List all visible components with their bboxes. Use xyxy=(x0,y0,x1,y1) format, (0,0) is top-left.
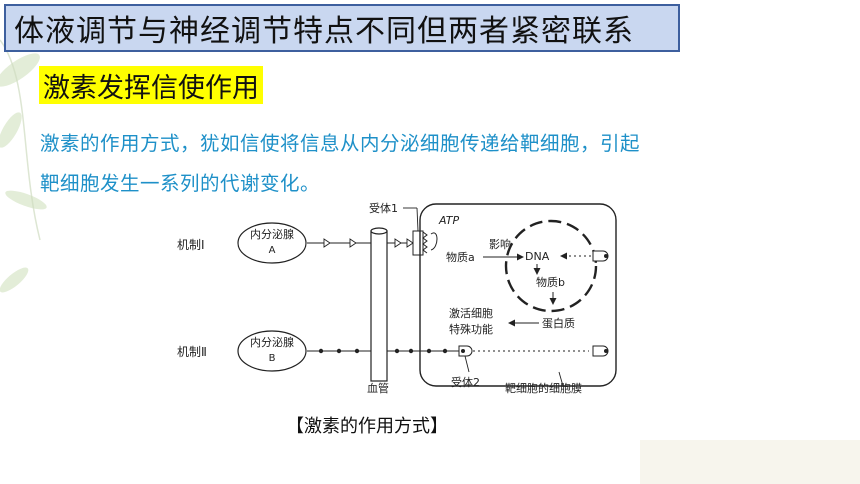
blood-vessel-top xyxy=(370,227,388,235)
protein-label: 蛋白质 xyxy=(542,316,575,330)
hormone-action-diagram: 机制Ⅰ 机制Ⅱ 内分泌腺 A 内分泌腺 B 血管 受体1 ATP 物质a xyxy=(169,196,625,396)
gland-b-ellipse xyxy=(237,330,307,372)
receptor-1-label: 受体1 xyxy=(369,201,398,215)
mech1-triangle-2 xyxy=(349,238,357,248)
receptor-1-pointer-v xyxy=(416,207,419,232)
substance-a-label: 物质a xyxy=(446,250,475,264)
receptor-2-dot xyxy=(461,349,465,353)
mech2-dot-5 xyxy=(408,348,414,354)
atp-label: ATP xyxy=(438,214,459,227)
influence-label: 影响 xyxy=(489,238,511,251)
mech2-dot-3 xyxy=(354,348,360,354)
gland-a-label: 内分泌腺 xyxy=(250,227,294,241)
target-membrane-label: 靶细胞的细胞膜 xyxy=(505,381,582,395)
gland-b-letter: B xyxy=(269,353,276,364)
gland-a-letter: A xyxy=(269,245,276,256)
receptor-2-label: 受体2 xyxy=(451,375,480,389)
dna-label: DNA xyxy=(525,250,550,263)
mechanism-1-label: 机制Ⅰ xyxy=(177,238,205,252)
membrane-pointer xyxy=(558,371,564,387)
nuclear-receptor xyxy=(592,250,609,262)
gland-a-ellipse xyxy=(237,222,307,264)
page-title: 体液调节与神经调节特点不同但两者紧密联系 xyxy=(14,14,634,49)
title-box: 体液调节与神经调节特点不同但两者紧密联系 xyxy=(4,4,680,52)
diagram-svg: 机制Ⅰ 机制Ⅱ 内分泌腺 A 内分泌腺 B 血管 受体1 ATP 物质a xyxy=(177,201,617,395)
substance-b-label: 物质b xyxy=(536,275,565,289)
receptor-2-shape xyxy=(458,345,473,357)
subtitle-highlight: 激素发挥信使作用 xyxy=(39,66,263,104)
mech2-dot-7 xyxy=(442,348,448,354)
mech2-dot-4 xyxy=(394,348,400,354)
mech2-inner-dot xyxy=(604,349,608,353)
mech1-triangle-1 xyxy=(323,238,331,248)
target-cell xyxy=(419,203,617,387)
activate-line-2: 特殊功能 xyxy=(449,322,493,336)
paragraph: 激素的作用方式，犹如信使将信息从内分泌细胞传递给靶细胞，引起 靶细胞发生一系列的… xyxy=(40,124,820,204)
paragraph-line-1: 激素的作用方式，犹如信使将信息从内分泌细胞传递给靶细胞，引起 xyxy=(40,132,641,155)
paragraph-line-2: 靶细胞发生一系列的代谢变化。 xyxy=(40,172,321,195)
mechanism-2-label: 机制Ⅱ xyxy=(177,345,207,359)
blood-vessel xyxy=(370,230,388,382)
mech2-dot-1 xyxy=(318,348,324,354)
gland-b-label: 内分泌腺 xyxy=(250,335,294,349)
receptor-1-shape xyxy=(412,230,424,256)
diagram-caption: 【激素的作用方式】 xyxy=(286,416,448,437)
mech2-dot-6 xyxy=(426,348,432,354)
atp-curve xyxy=(430,232,438,251)
activate-line-1: 激活细胞 xyxy=(449,306,493,320)
mech2-inner-receptor xyxy=(592,345,609,357)
nucleus xyxy=(504,219,598,313)
receptor-1-zigzag xyxy=(422,231,428,254)
receptor-2-pointer xyxy=(464,355,470,373)
blood-vessel-label: 血管 xyxy=(367,381,389,395)
mech2-dot-2 xyxy=(336,348,342,354)
subtitle-text: 激素发挥信使作用 xyxy=(43,72,259,104)
mech1-triangle-4 xyxy=(406,238,414,248)
nuclear-receptor-dot xyxy=(604,254,608,258)
mech1-triangle-3 xyxy=(394,238,402,248)
